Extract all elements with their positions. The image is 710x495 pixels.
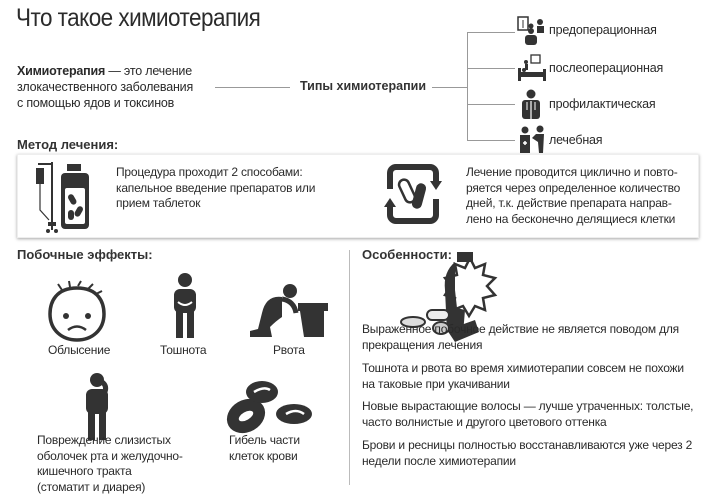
iv-bottle-icon (34, 160, 94, 235)
text-line: прекращения лечения (362, 338, 679, 354)
text-line: прием таблеток (116, 196, 315, 212)
page-title: Что такое химиотерапия (16, 4, 260, 33)
text-line: клеток крови (229, 449, 300, 465)
branch-line (467, 140, 515, 141)
doctor-xray-icon (517, 16, 547, 46)
connector-line (467, 32, 468, 141)
definition-line: злокачественного заболевания (17, 79, 193, 95)
feature-item: Тошнота и рвота во время химиотерапии со… (362, 361, 684, 392)
doctor-icon (518, 88, 544, 120)
text-line: кишечного тракта (37, 464, 183, 480)
side-effect-label: Тошнота (160, 343, 206, 359)
type-label: лечебная (549, 133, 602, 149)
text-line: Новые вырастающие волосы — лучше утрачен… (362, 399, 693, 415)
blood-cells-icon (224, 378, 314, 436)
connector-line (432, 87, 467, 88)
side-effect-label: Облысение (48, 343, 110, 359)
text-line: Тошнота и рвота во время химиотерапии со… (362, 361, 684, 377)
branch-line (467, 32, 515, 33)
feature-item: Новые вырастающие волосы — лучше утрачен… (362, 399, 693, 430)
nausea-person-icon (168, 272, 202, 338)
text-line: часто волнистые и другого цветового отте… (362, 415, 693, 431)
feature-item: Брови и ресницы полностью восстанавливаю… (362, 438, 692, 469)
definition-line: — это лечение (105, 64, 192, 78)
definition-text: Химиотерапия — это лечение злокачественн… (17, 63, 193, 111)
method-heading: Метод лечения: (17, 137, 118, 152)
text-line: Лечение проводится циклично и повто- (466, 165, 680, 181)
definition-line: с помощью ядов и токсинов (17, 95, 193, 111)
text-line: Процедура проходит 2 способами: (116, 165, 315, 181)
hospital-bed-icon (517, 54, 547, 82)
connector-line (215, 87, 290, 88)
definition-term: Химиотерапия (17, 64, 105, 78)
text-line: на таковые при укачивании (362, 377, 684, 393)
cycle-pills-icon (380, 161, 446, 227)
side-effect-label: Рвота (273, 343, 305, 359)
bald-face-icon (44, 280, 110, 342)
vomit-person-icon (248, 283, 330, 339)
text-line: недели после химиотерапии (362, 454, 692, 470)
text-line: капельное введение препаратов или (116, 181, 315, 197)
text-line: Повреждение слизистых (37, 433, 183, 449)
method-right-text: Лечение проводится циклично и повто- ряе… (466, 165, 680, 227)
side-effect-label: Повреждение слизистых оболочек рта и жел… (37, 433, 183, 495)
doctor-patient-icon (517, 124, 547, 154)
feature-item: Выраженное побочное действие не является… (362, 322, 679, 353)
text-line: оболочек рта и желудочно- (37, 449, 183, 465)
branch-line (467, 104, 515, 105)
person-mouth-icon (80, 372, 114, 440)
type-label: предоперационная (549, 23, 657, 39)
method-left-text: Процедура проходит 2 способами: капельно… (116, 165, 315, 212)
text-line: Гибель части (229, 433, 300, 449)
type-label: послеоперационная (549, 61, 663, 77)
text-line: дней, т.к. действие препарата направ- (466, 196, 680, 212)
side-effect-label: Гибель части клеток крови (229, 433, 300, 464)
text-line: ряется через определенное количество (466, 181, 680, 197)
section-divider (349, 250, 350, 485)
type-label: профилактическая (549, 97, 655, 113)
text-line: Выраженное побочное действие не является… (362, 322, 679, 338)
types-heading: Типы химиотерапии (300, 79, 426, 93)
side-effects-heading: Побочные эффекты: (17, 247, 153, 262)
text-line: лено на бесконечно делящиеся клетки (466, 212, 680, 228)
branch-line (467, 68, 515, 69)
text-line: Брови и ресницы полностью восстанавливаю… (362, 438, 692, 454)
text-line: (стоматит и диарея) (37, 480, 183, 495)
